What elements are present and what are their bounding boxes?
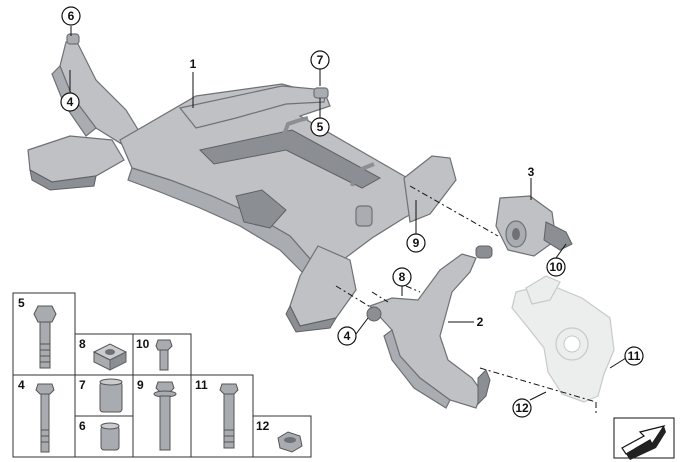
front-subframe	[27, 33, 457, 333]
callout-4-top: 4	[60, 92, 80, 112]
part-4-long-bolt	[35, 383, 55, 453]
part-12-hex-nut	[277, 431, 303, 453]
callout-6-label: 6	[68, 9, 75, 23]
table-label-4: 4	[18, 378, 25, 392]
table-label-9: 9	[137, 378, 144, 392]
callout-12-label: 12	[515, 401, 529, 415]
callout-3: 3	[528, 165, 535, 179]
callout-11: 11	[624, 346, 644, 366]
callout-6: 6	[61, 6, 81, 26]
steering-knuckle-outline	[511, 275, 615, 403]
table-label-7: 7	[79, 378, 86, 392]
table-label-5: 5	[18, 296, 25, 310]
part-11-bolt	[219, 383, 239, 449]
table-label-8: 8	[79, 337, 86, 351]
table-label-12: 12	[256, 419, 270, 433]
wishbone	[366, 245, 493, 409]
callout-7-label: 7	[317, 53, 324, 67]
callout-8: 8	[392, 267, 412, 287]
callout-2: 2	[477, 315, 484, 329]
table-label-10: 10	[136, 337, 150, 351]
leader-lines	[69, 26, 627, 401]
callout-9-label: 9	[413, 236, 420, 250]
callout-11-label: 11	[628, 349, 641, 363]
callout-1: 1	[190, 57, 197, 71]
callout-10: 10	[546, 257, 566, 277]
part-10-small-bolt	[155, 339, 173, 371]
callout-7: 7	[310, 50, 330, 70]
callout-3-label: 3	[528, 165, 535, 179]
callout-5-label: 5	[317, 120, 324, 134]
callout-4-top-label: 4	[67, 95, 74, 109]
assembly-lines	[335, 185, 597, 416]
callout-2-label: 2	[477, 315, 484, 329]
callout-8-label: 8	[399, 270, 406, 284]
callout-5: 5	[310, 117, 330, 137]
callout-4-bottom: 4	[337, 326, 357, 346]
table-label-11: 11	[195, 378, 208, 392]
arrow-box-icon	[613, 417, 675, 460]
callout-10-label: 10	[549, 260, 563, 274]
part-6-sleeve	[100, 422, 120, 451]
table-label-6: 6	[79, 419, 86, 433]
part-8-square-nut	[92, 343, 128, 371]
callout-12: 12	[512, 398, 532, 418]
part-9-flange-bolt	[153, 381, 177, 451]
rear-bushing	[495, 195, 573, 257]
part-5-bolt	[33, 305, 57, 369]
callout-4-bottom-label: 4	[344, 329, 351, 343]
callout-9: 9	[406, 233, 426, 253]
callout-1-label: 1	[190, 57, 197, 71]
part-7-sleeve	[99, 378, 123, 413]
parts-table: 5 8 10 4 7 9 11 6 12	[12, 292, 312, 458]
